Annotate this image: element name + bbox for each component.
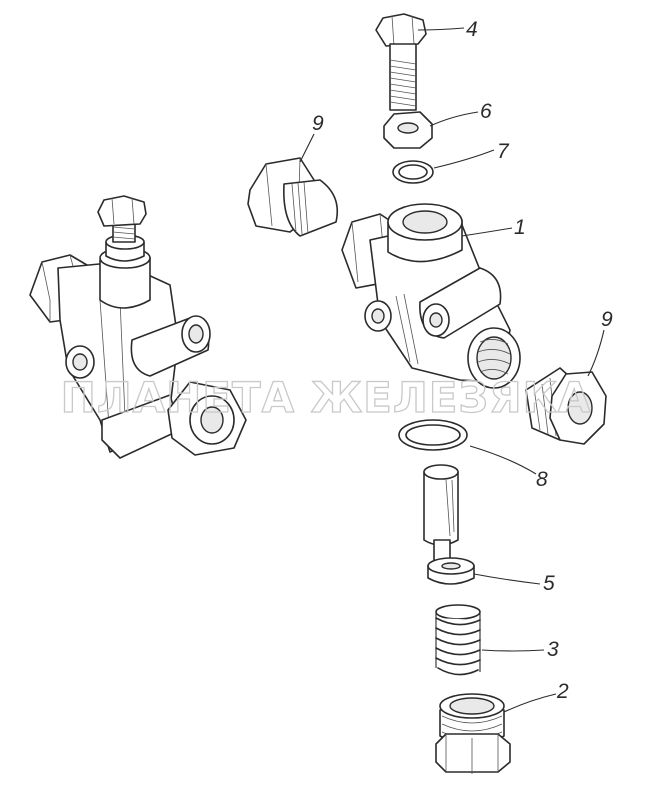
nut-part-6: [383, 111, 433, 149]
plug-part-9-top: [247, 157, 339, 237]
callout-3: 3: [547, 638, 559, 661]
callout-9-right: 9: [601, 308, 613, 331]
o-ring-part-8: [398, 419, 468, 451]
washer-part-7: [392, 160, 434, 184]
bolt-part-4: [375, 13, 427, 111]
plug-part-9-right: [525, 367, 607, 445]
callout-4: 4: [466, 18, 478, 41]
callout-6: 6: [480, 100, 492, 123]
watermark-text: ПЛАНЕТА ЖЕЛЕЗЯКА: [61, 373, 592, 422]
callout-7: 7: [497, 140, 510, 163]
valve-stem-part-5: [423, 464, 475, 585]
callout-5: 5: [543, 572, 555, 595]
callout-8: 8: [536, 468, 548, 491]
callout-1: 1: [514, 216, 526, 239]
leader-lines: [299, 27, 605, 713]
threaded-plug-part-2: [435, 693, 511, 774]
assembled-valve: [29, 195, 247, 459]
callout-2: 2: [556, 680, 569, 703]
spring-part-3: [435, 604, 481, 676]
callout-9-top: 9: [312, 112, 324, 135]
valve-body-part-1: [341, 203, 521, 389]
